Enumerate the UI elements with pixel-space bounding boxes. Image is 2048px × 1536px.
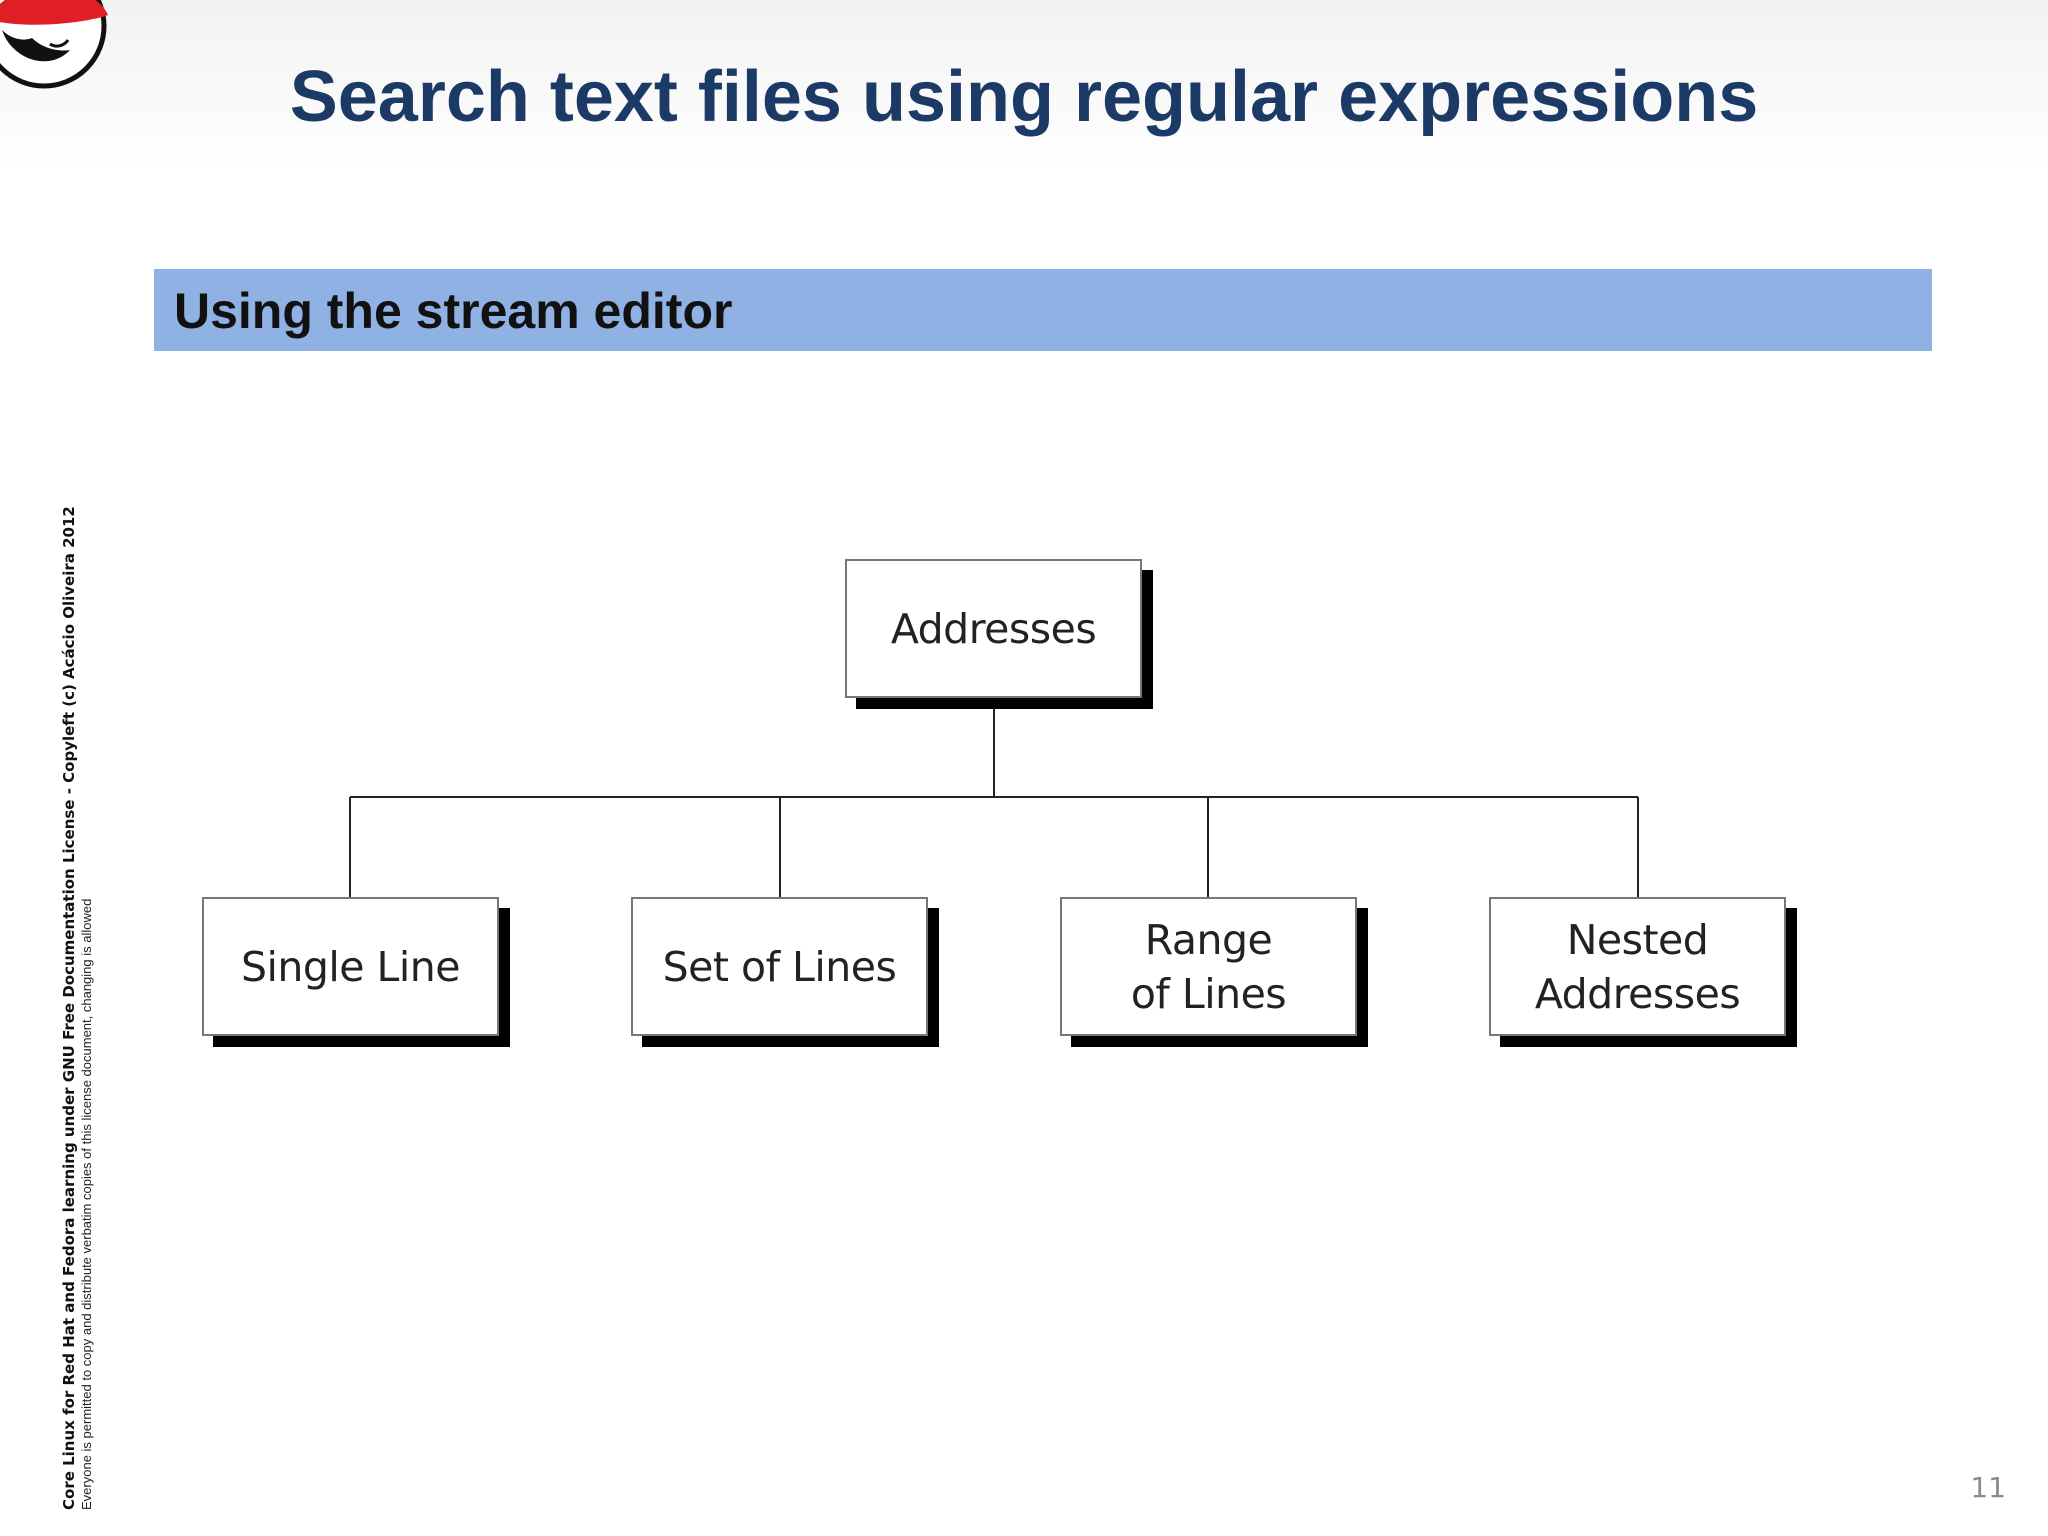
node-label-addresses: Addresses <box>890 604 1097 653</box>
red-hat-logo-icon <box>0 0 108 89</box>
page-number: 11 <box>1970 1471 2006 1504</box>
node-range-of-lines: Range of Lines <box>1060 897 1357 1036</box>
node-label-single-line: Single Line <box>240 942 461 991</box>
node-set-of-lines: Set of Lines <box>631 897 928 1036</box>
node-label-range-of-lines: Range of Lines <box>1130 915 1287 1018</box>
section-banner: Using the stream editor <box>154 269 1932 351</box>
slide-title: Search text files using regular expressi… <box>289 57 1759 137</box>
node-label-nested-addresses: Nested Addresses <box>1534 915 1741 1018</box>
section-heading: Using the stream editor <box>174 283 733 339</box>
node-single-line: Single Line <box>202 897 499 1036</box>
node-label-set-of-lines: Set of Lines <box>662 942 897 991</box>
node-nested-addresses: Nested Addresses <box>1489 897 1786 1036</box>
node-addresses: Addresses <box>845 559 1142 698</box>
header-strip <box>0 0 2048 170</box>
